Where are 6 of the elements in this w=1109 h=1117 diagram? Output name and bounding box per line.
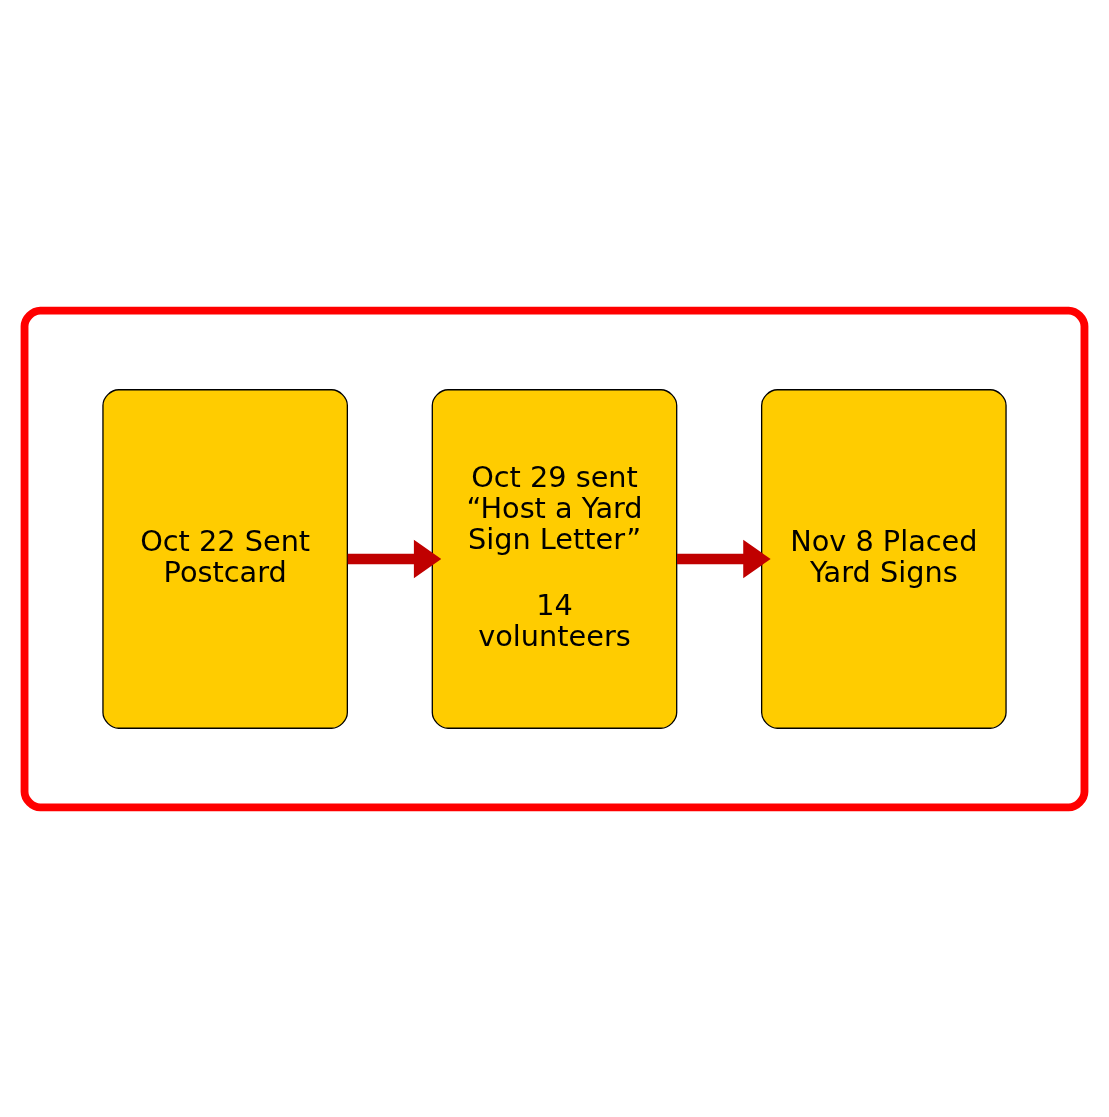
node-box: Oct 22 Sent Postcard xyxy=(102,388,348,729)
arrow xyxy=(677,539,771,578)
arrow xyxy=(347,539,442,578)
cluster xyxy=(20,306,1089,811)
node-box: Nov 8 Placed Yard Signs xyxy=(761,388,1007,729)
node-box: Oct 29 sent “Host a Yard Sign Letter” 14 volunteers xyxy=(431,388,678,729)
